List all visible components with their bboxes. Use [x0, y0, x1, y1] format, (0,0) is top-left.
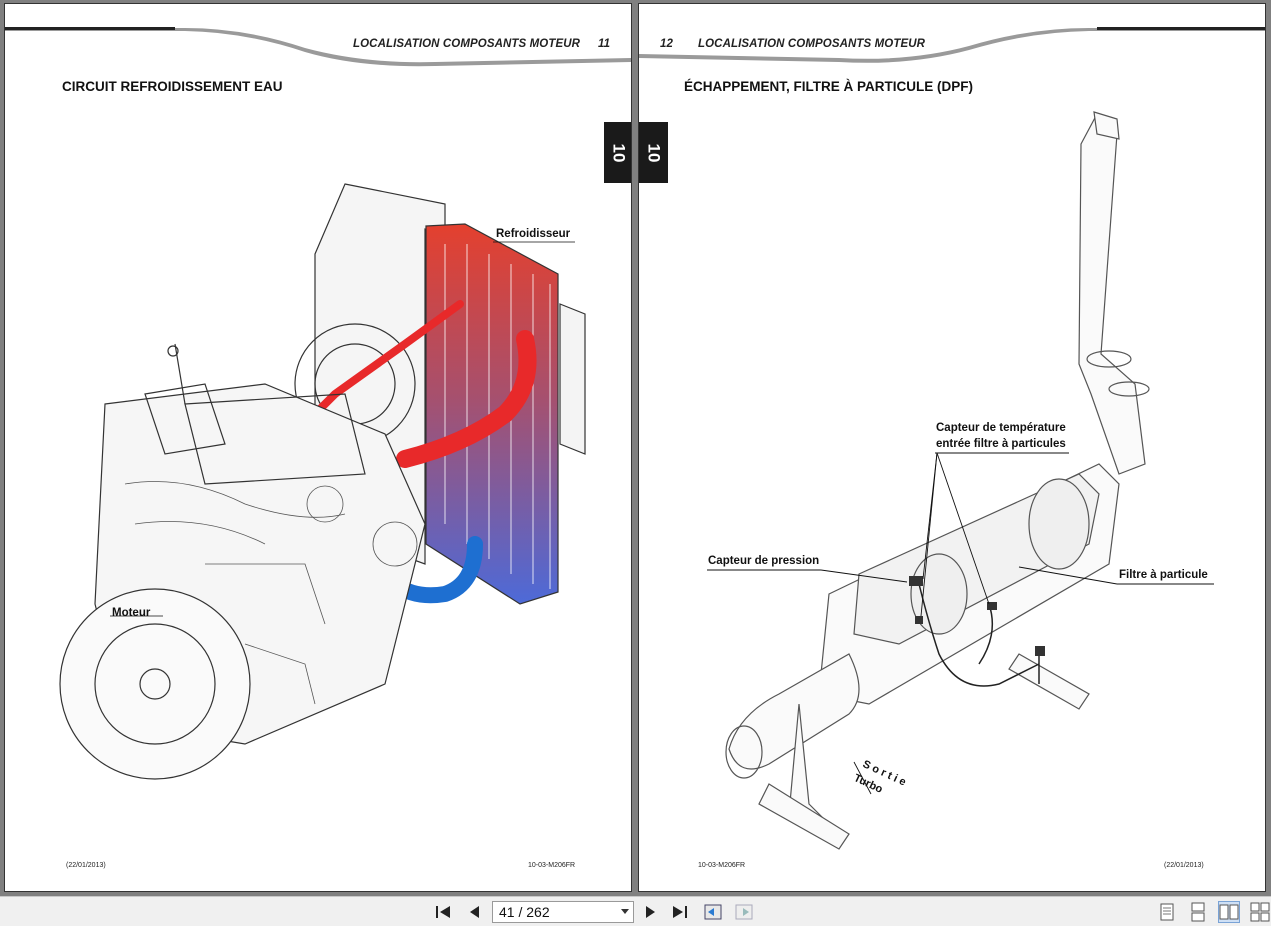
left-footer-date: (22/01/2013)	[66, 862, 106, 869]
right-page-artwork	[639, 27, 1265, 850]
temp-sensor-callout-line1: Capteur de température	[936, 422, 1066, 434]
right-page-number: 12	[660, 38, 673, 50]
last-page-icon[interactable]	[669, 901, 691, 923]
left-header-title: LOCALISATION COMPOSANTS MOTEUR	[353, 38, 581, 50]
right-page-title: ÉCHAPPEMENT, FILTRE À PARTICULE (DPF)	[684, 79, 973, 94]
continuous-icon[interactable]	[1187, 901, 1209, 923]
facing-pages-icon[interactable]	[1218, 901, 1240, 923]
left-footer-ref: 10-03-M206FR	[528, 862, 576, 869]
left-page-number: 11	[598, 38, 611, 50]
page-dropdown-icon[interactable]	[621, 909, 629, 914]
temp-sensor-callout-line2: entrée filtre à particules	[936, 438, 1066, 450]
left-page-artwork	[5, 27, 631, 780]
continuous-facing-icon[interactable]	[1249, 901, 1271, 923]
cooler-callout: Refroidisseur	[496, 228, 571, 240]
navigation-toolbar: 41 / 262	[0, 896, 1271, 926]
engine-callout: Moteur	[112, 607, 151, 619]
previous-page-icon[interactable]	[463, 901, 485, 923]
right-page: 12 LOCALISATION COMPOSANTS MOTEUR ÉCHAPP…	[638, 3, 1266, 892]
single-page-icon[interactable]	[1156, 901, 1178, 923]
pressure-sensor-callout: Capteur de pression	[708, 555, 820, 567]
page-number-input[interactable]: 41 / 262	[492, 901, 634, 923]
right-footer-date: (22/01/2013)	[1164, 862, 1204, 869]
next-page-icon[interactable]	[640, 901, 662, 923]
right-footer-ref: 10-03-M206FR	[698, 862, 746, 869]
right-header-title: LOCALISATION COMPOSANTS MOTEUR	[698, 38, 926, 50]
forward-view-icon[interactable]	[733, 901, 755, 923]
back-view-icon[interactable]	[702, 901, 724, 923]
first-page-icon[interactable]	[432, 901, 454, 923]
right-chapter-tab: 10	[639, 122, 668, 183]
left-page-title: CIRCUIT REFROIDISSEMENT EAU	[62, 79, 283, 94]
particle-filter-callout: Filtre à particule	[1119, 569, 1208, 581]
left-chapter-tab: 10	[604, 122, 631, 183]
left-page: LOCALISATION COMPOSANTS MOTEUR 11 CIRCUI…	[4, 3, 632, 892]
